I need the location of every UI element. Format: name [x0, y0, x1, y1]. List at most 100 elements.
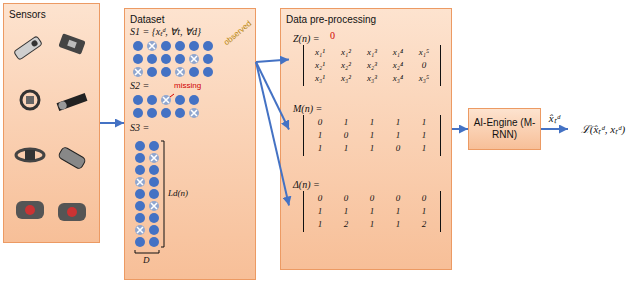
- missing-point: [135, 225, 145, 235]
- data-point: [135, 213, 145, 223]
- missing-point: [147, 41, 157, 51]
- data-grid: [133, 41, 213, 247]
- missing-point: [161, 95, 171, 105]
- set-label: S1 = {xₜᵈ, ∀t, ∀d}: [130, 26, 201, 38]
- data-point: [161, 67, 171, 77]
- data-point: [161, 108, 171, 118]
- matrix-bracket: x₁¹x₁²x₁³x₁⁴x₁⁵x₂¹x₂²x₂³x₂⁴0x₃¹x₃²x₃³x₃⁴…: [303, 45, 441, 86]
- sensor-icons: [14, 33, 88, 221]
- data-point: [189, 95, 199, 105]
- sensor-icon: [16, 201, 44, 219]
- missing-point: [189, 108, 199, 118]
- matrix-cell: 0: [385, 142, 411, 155]
- data-point: [133, 41, 143, 51]
- data-point: [161, 41, 171, 51]
- missing-point: [189, 54, 199, 64]
- data-point: [203, 41, 213, 51]
- dimension-label: D: [143, 255, 150, 265]
- matrix-cell: x₂²: [333, 59, 359, 72]
- data-point: [149, 177, 159, 187]
- flow-arrow: [256, 62, 289, 130]
- missing-point: [175, 67, 185, 77]
- matrix-block: Δ(n) =000001111112112: [289, 177, 447, 234]
- matrix-cell: x₁¹: [307, 46, 333, 59]
- matrix-cell: 0: [359, 192, 385, 205]
- sensor-icon: [14, 36, 43, 60]
- matrix-cell: 1: [359, 116, 385, 129]
- data-point: [149, 237, 159, 247]
- sensor-icon: [58, 146, 87, 169]
- matrix-cell: 1: [359, 205, 385, 218]
- data-point: [149, 141, 159, 151]
- sensor-icon: [21, 91, 39, 109]
- panel-title: Data pre-processing: [281, 12, 381, 28]
- matrix-cell: 0: [411, 59, 437, 72]
- flow-arrow: [541, 128, 568, 130]
- matrix-cell: x₁⁵: [411, 46, 437, 59]
- matrix-cell: 1: [359, 142, 385, 155]
- data-point: [147, 108, 157, 118]
- data-point: [175, 108, 185, 118]
- matrix-cell: x₃⁵: [411, 72, 437, 85]
- matrix-cell: 1: [307, 142, 333, 155]
- matrix-cell: 1: [333, 116, 359, 129]
- matrix-cell: 1: [333, 142, 359, 155]
- data-point: [149, 189, 159, 199]
- sensor-icon: [57, 93, 88, 111]
- dimension-label: Ld(n): [168, 188, 188, 198]
- panel-title: Sensors: [4, 7, 51, 23]
- missing-point: [149, 153, 159, 163]
- matrix-cell: 1: [307, 218, 333, 231]
- matrix-cell: x₁²: [333, 46, 359, 59]
- matrix-name: Z(n) =: [293, 33, 443, 45]
- matrix-cell: 2: [411, 218, 437, 231]
- matrix-cell: 2: [333, 218, 359, 231]
- edge-label: x̂ₜᵈ: [548, 112, 561, 125]
- length-bracket: [161, 141, 164, 247]
- data-point: [135, 153, 145, 163]
- annotation: missing: [174, 81, 201, 90]
- matrix-cell: 1: [333, 205, 359, 218]
- matrix-cell: x₁⁴: [385, 46, 411, 59]
- matrix-cell: x₃⁴: [385, 72, 411, 85]
- matrix-name: M(n) =: [293, 103, 443, 115]
- data-point: [149, 225, 159, 235]
- matrix-cell: 1: [411, 205, 437, 218]
- set-label: S3 =: [130, 122, 149, 134]
- matrix-bracket: 011111011111101: [303, 115, 441, 156]
- matrix-cell: 1: [411, 129, 437, 142]
- matrix-cell: 1: [307, 205, 333, 218]
- matrix-cell: x₂¹: [307, 59, 333, 72]
- missing-point: [149, 201, 159, 211]
- data-point: [175, 54, 185, 64]
- data-point: [135, 141, 145, 151]
- preprocessing-panel: Data pre-processingZ(n) =x₁¹x₁²x₁³x₁⁴x₁⁵…: [280, 8, 452, 270]
- missing-marker: 0: [330, 30, 335, 42]
- missing-point: [135, 177, 145, 187]
- panel-title: Dataset: [125, 12, 169, 28]
- flow-arrow: [100, 122, 124, 124]
- matrix-cell: 0: [333, 129, 359, 142]
- matrix-cell: 1: [385, 129, 411, 142]
- data-point: [189, 41, 199, 51]
- box-label: AI-Engine (M-RNN): [469, 117, 540, 141]
- data-point: [149, 165, 159, 175]
- matrix-cell: x₃¹: [307, 72, 333, 85]
- data-point: [189, 67, 199, 77]
- data-point: [203, 67, 213, 77]
- matrix-cell: 1: [411, 142, 437, 155]
- data-point: [135, 201, 145, 211]
- matrix-cell: 1: [385, 218, 411, 231]
- matrix-cell: 1: [385, 205, 411, 218]
- matrix-cell: 0: [307, 192, 333, 205]
- set-label: S2 =: [130, 80, 149, 92]
- matrix-cell: x₃³: [359, 72, 385, 85]
- flow-arrow: [256, 62, 289, 206]
- data-point: [135, 237, 145, 247]
- matrix-cell: x₃²: [333, 72, 359, 85]
- matrix-cell: 0: [333, 192, 359, 205]
- leader-line: [170, 94, 174, 97]
- box-label: ℒ(x̂ₜᵈ, xₜᵈ): [578, 123, 628, 135]
- matrix-block: M(n) =011111011111101: [289, 101, 447, 158]
- data-point: [135, 189, 145, 199]
